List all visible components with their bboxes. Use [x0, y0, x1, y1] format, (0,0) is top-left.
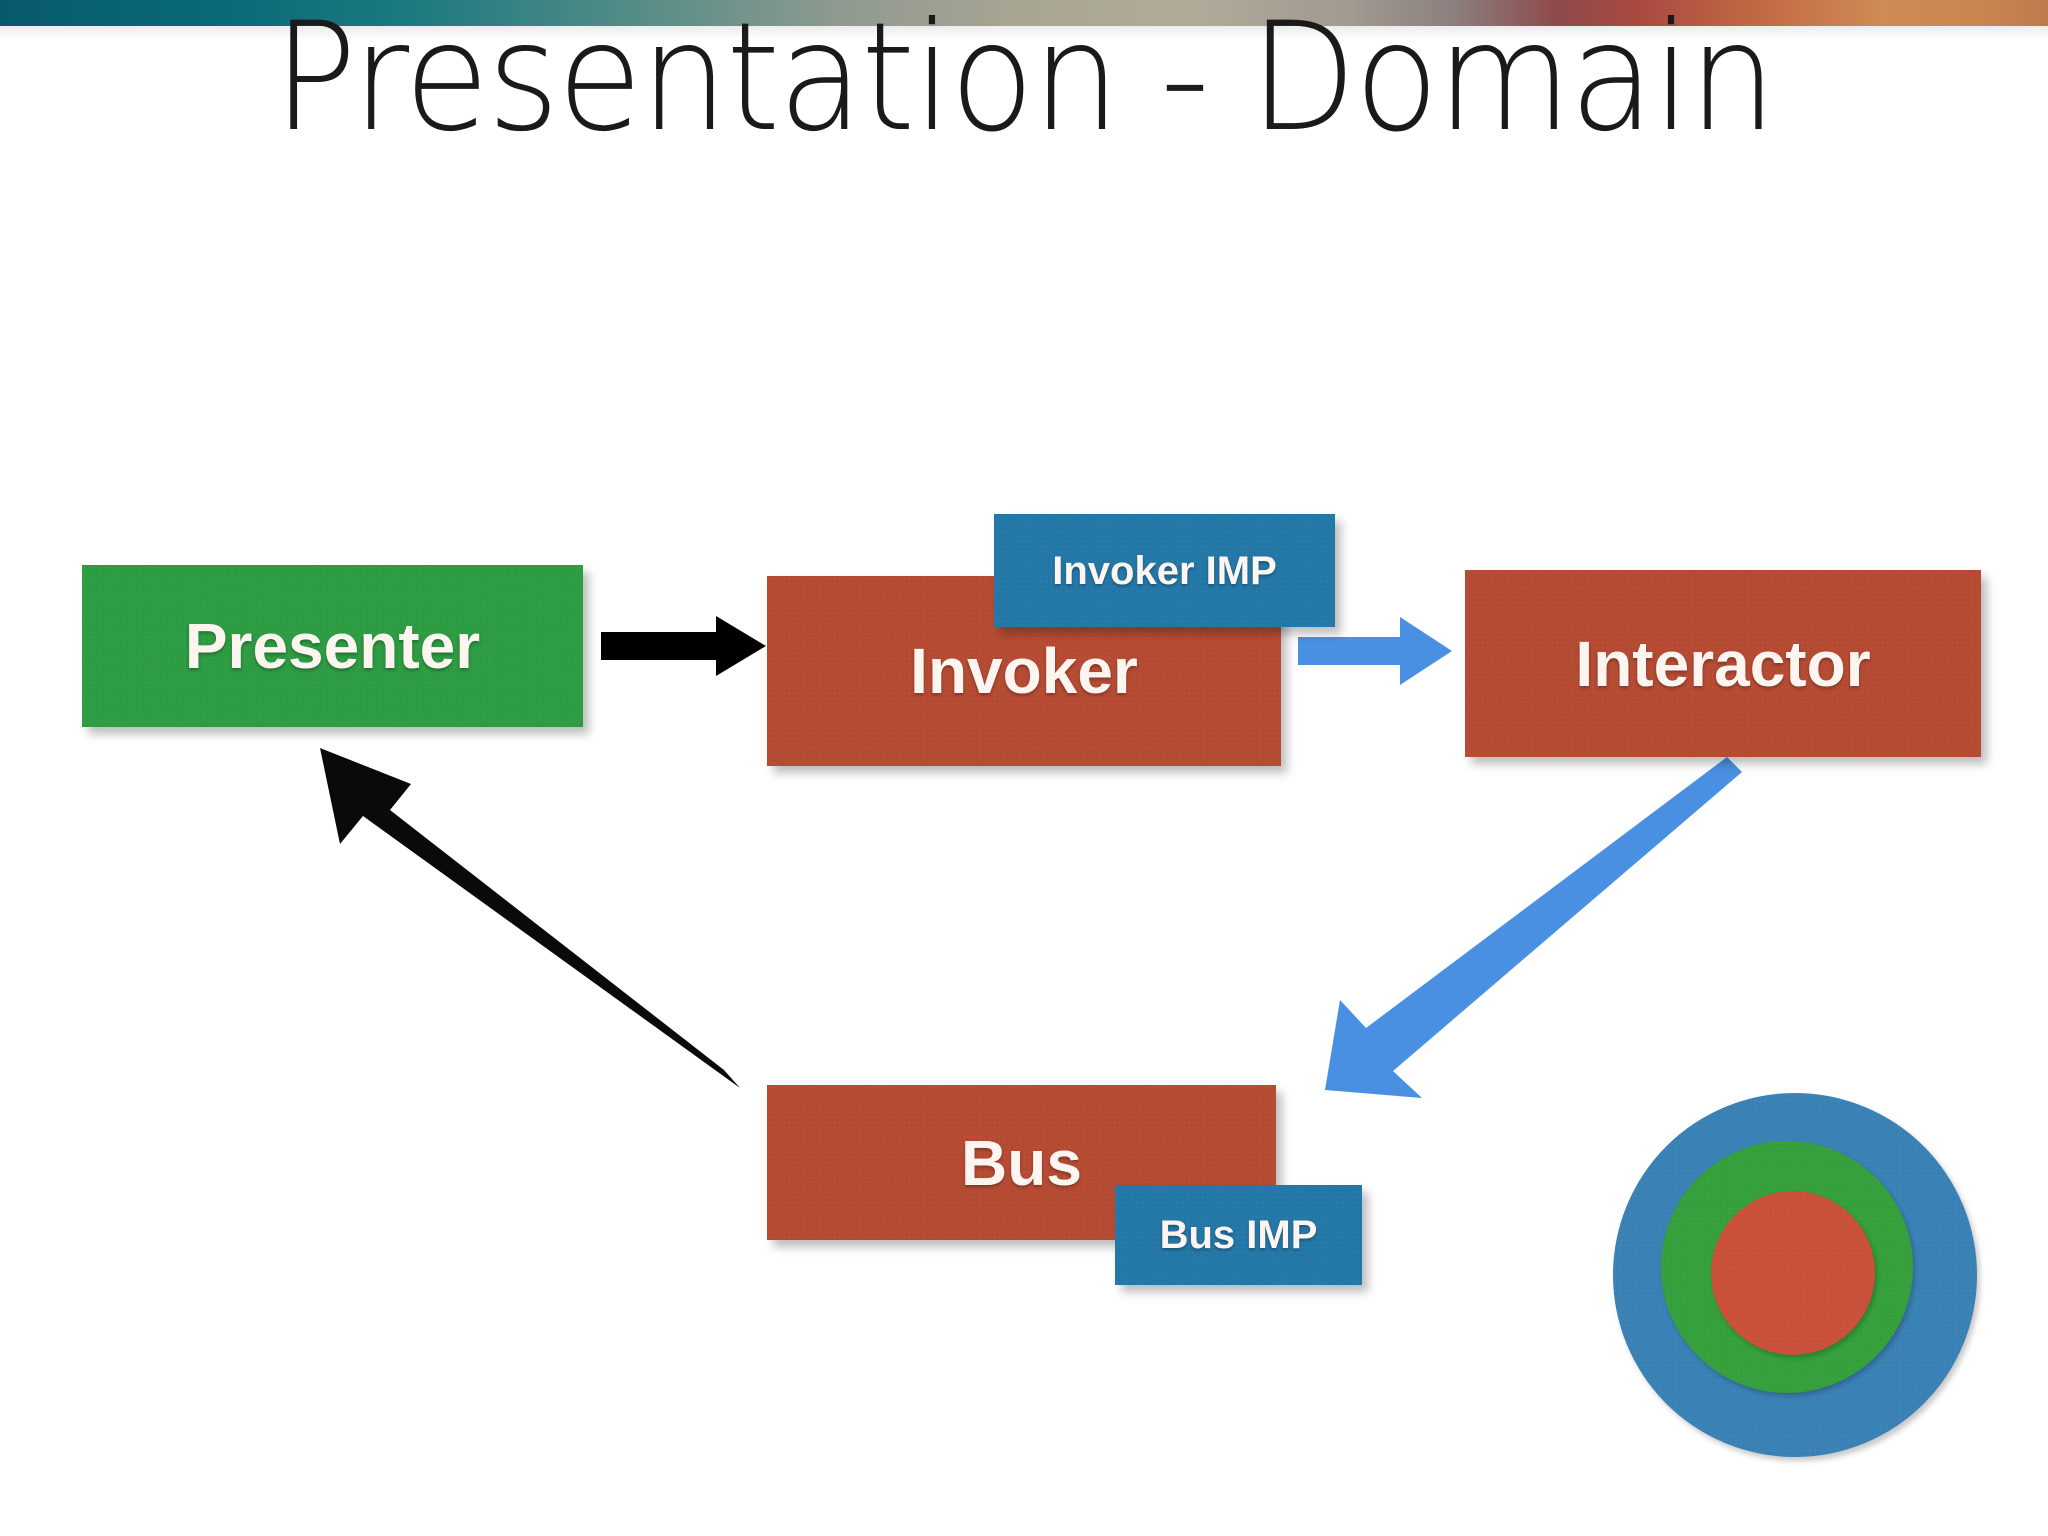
arrow-bus-to-presenter — [320, 748, 740, 1088]
node-interactor[interactable]: Interactor — [1465, 570, 1981, 757]
arrow-invoker-to-interactor — [1298, 617, 1452, 685]
logo-ring-inner — [1711, 1191, 1875, 1355]
node-bus-imp[interactable]: Bus IMP — [1115, 1185, 1362, 1285]
gradient-stripe — [0, 0, 2048, 26]
node-invoker-imp-label: Invoker IMP — [1052, 548, 1277, 593]
node-interactor-label: Interactor — [1575, 627, 1871, 700]
node-invoker-label: Invoker — [910, 635, 1138, 707]
concentric-circles-logo — [1613, 1093, 1977, 1457]
gradient-stripe-shadow — [0, 26, 2048, 40]
node-bus-imp-label: Bus IMP — [1159, 1213, 1318, 1257]
node-invoker-imp[interactable]: Invoker IMP — [994, 514, 1335, 627]
node-presenter[interactable]: Presenter — [82, 565, 583, 727]
arrow-interactor-to-bus — [1325, 757, 1742, 1098]
arrow-presenter-to-invoker — [601, 616, 766, 676]
node-presenter-label: Presenter — [184, 610, 481, 682]
node-bus-label: Bus — [961, 1126, 1082, 1199]
slide-title: Presentation - Domain — [273, 0, 1776, 165]
